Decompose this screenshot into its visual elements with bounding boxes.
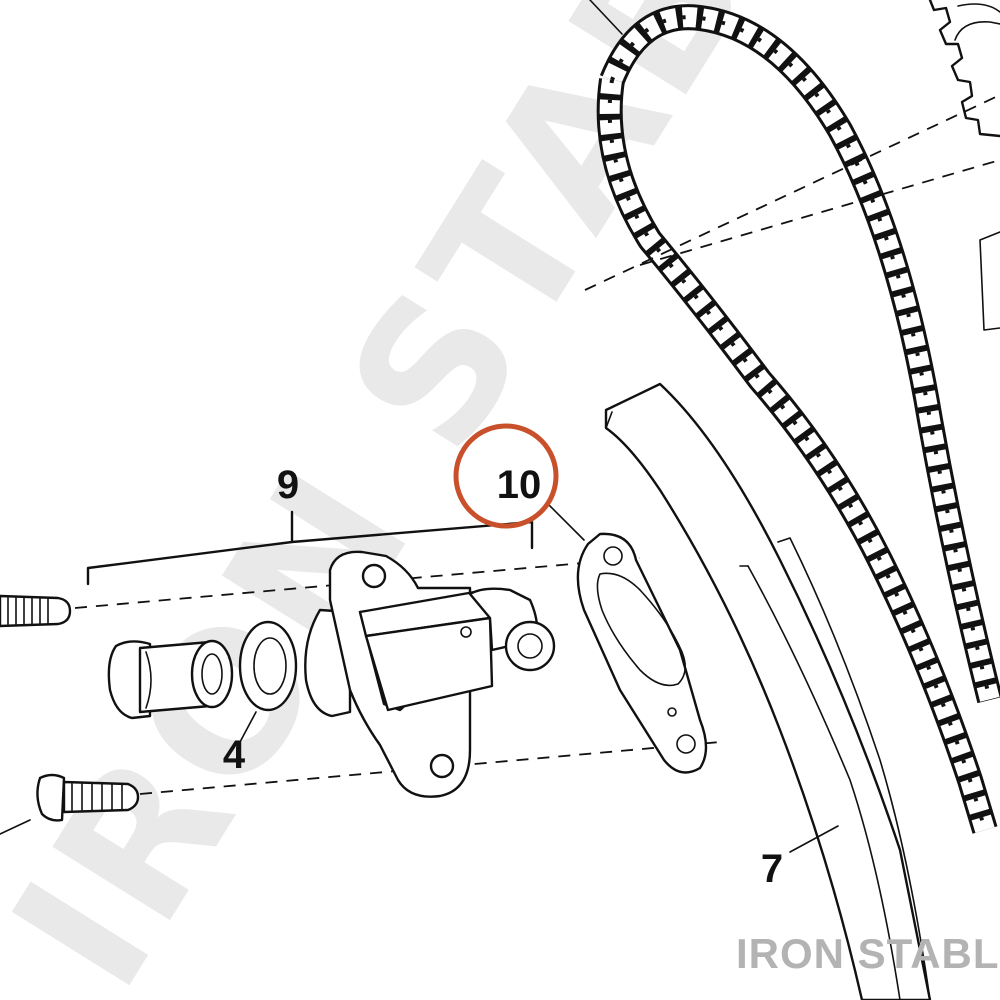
cam-sprocket [928, 0, 1000, 138]
chain-guide-blade [604, 382, 932, 1000]
tensioner-assembly [304, 550, 556, 798]
sealing-washer [238, 620, 298, 743]
callout-9: 9 [277, 463, 299, 507]
callout-4: 4 [223, 733, 246, 777]
right-edge-part [979, 231, 1000, 331]
upper-bolt [0, 594, 72, 628]
leader-7 [789, 825, 839, 853]
center-lines-upper [584, 0, 1000, 291]
bracket-9 [86, 510, 534, 586]
callout-7: 7 [761, 847, 783, 891]
tensioner-sleeve [107, 639, 234, 720]
timing-chain [596, 4, 1000, 834]
callout-10: 10 [497, 463, 542, 507]
lower-bolt [0, 773, 140, 835]
brand-label: IRON STABLE [736, 930, 1000, 977]
highlight-ring [453, 423, 559, 529]
leader-10 [547, 503, 585, 541]
leader-lines [547, 503, 839, 853]
tensioner-gasket [576, 532, 708, 774]
